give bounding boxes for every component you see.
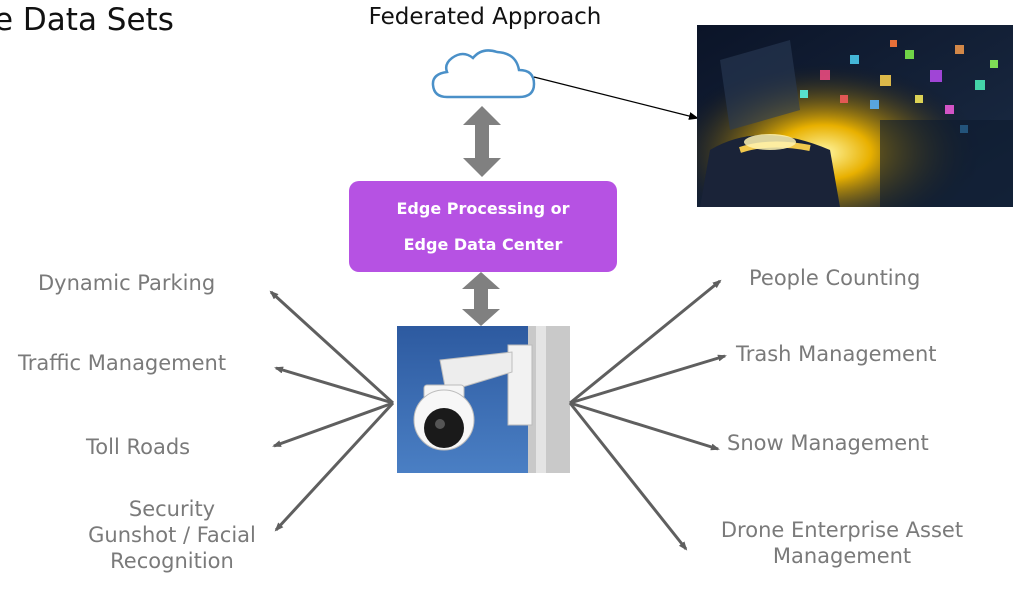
label-dynamic-parking: Dynamic Parking: [38, 271, 216, 295]
federated-approach-label: Federated Approach: [368, 4, 602, 30]
edge-box-line-1: Edge Processing or: [396, 198, 570, 218]
arrow-to-security: [274, 401, 395, 532]
cloud-edge-connector-icon: [463, 106, 501, 177]
label-security-line-3: Recognition: [110, 549, 234, 573]
arrow-to-people-counting: [569, 279, 722, 405]
arrow-to-snow-management: [569, 401, 720, 451]
cloud-icon: [431, 49, 536, 99]
label-traffic-management: Traffic Management: [18, 351, 227, 375]
arrow-to-trash-management: [569, 354, 727, 405]
label-drone-asset-management: Drone Enterprise Asset Management: [700, 517, 984, 569]
label-trash-management: Trash Management: [736, 342, 937, 366]
arrow-to-dynamic-parking: [269, 290, 395, 405]
security-camera-photo: [397, 326, 570, 473]
label-drone-line-2: Management: [772, 544, 912, 568]
edge-camera-connector-icon: [462, 272, 500, 326]
cloud-to-photo-arrow: [533, 76, 699, 120]
edge-processing-box: Edge Processing or Edge Data Center: [349, 181, 617, 272]
label-drone-line-1: Drone Enterprise Asset: [720, 518, 964, 542]
label-snow-management: Snow Management: [727, 431, 929, 455]
label-toll-roads: Toll Roads: [86, 435, 191, 459]
label-security: Security Gunshot / Facial Recognition: [72, 496, 272, 574]
label-people-counting: People Counting: [749, 266, 921, 290]
data-in-hand-photo: [697, 25, 1013, 207]
slide-title: e Data Sets: [0, 2, 174, 38]
label-security-line-1: Security: [128, 497, 216, 521]
arrow-to-traffic-management: [274, 366, 394, 405]
arrow-to-toll-roads: [272, 401, 394, 448]
label-security-line-2: Gunshot / Facial: [88, 523, 256, 547]
edge-box-line-2: Edge Data Center: [403, 234, 563, 254]
arrow-to-drone-asset-management: [568, 402, 688, 551]
